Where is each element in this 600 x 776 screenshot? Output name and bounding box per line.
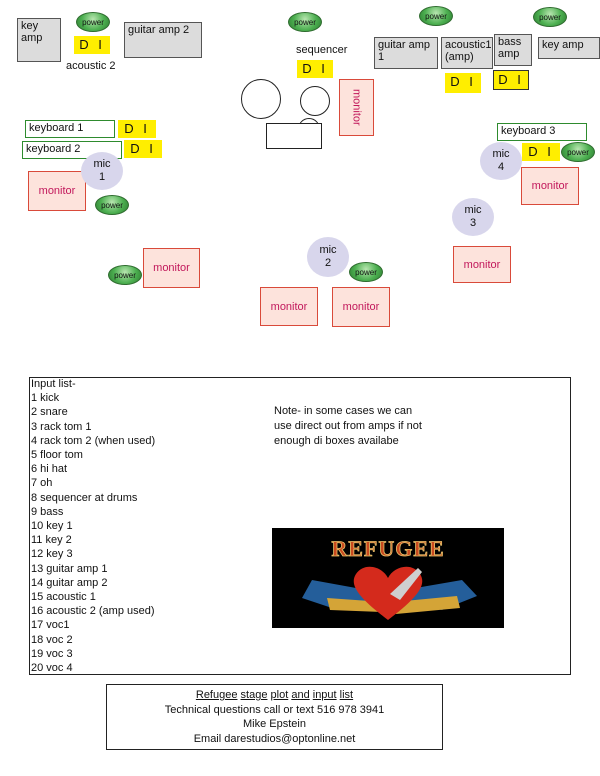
input-item: 13 guitar amp 1 [31,562,108,575]
input-item: 15 acoustic 1 [31,591,96,604]
mic-1-label: mic 1 [93,158,111,183]
input-list-title: Input list- [31,378,76,390]
input-item: 12 key 3 [31,548,73,561]
power-drop: power [108,265,142,285]
drum-kick [241,79,281,119]
mic-3-label: mic 3 [464,204,482,229]
monitor: monitor [453,246,511,283]
input-item: 6 hi hat [31,463,68,476]
mic-4-label: mic 4 [492,148,510,173]
refugee-logo-art: REFUGEE [272,528,504,628]
input-item: 4 rack tom 2 (when used) [31,434,156,447]
monitor: monitor [521,167,579,205]
input-item: 8 sequencer at drums [31,491,138,504]
mic-3: mic 3 [452,198,494,236]
keyboard-1: keyboard 1 [25,120,115,138]
acoustic1-amp: acoustic1 (amp) [441,37,493,69]
acoustic-2-label: acoustic 2 [66,60,116,72]
monitor-label: monitor [350,89,363,126]
monitor: monitor [260,287,318,326]
key-amp-right-label: key amp [542,39,584,51]
power-drop: power [76,12,110,32]
input-item: 2 snare [31,406,68,419]
footer-title-word: input [312,689,337,701]
note-line: Note- in some cases we can [274,405,413,417]
monitor-drums: monitor [339,79,374,136]
mic-2: mic 2 [307,237,349,277]
mic-4: mic 4 [480,142,522,180]
power-drop: power [561,142,595,162]
footer-box: Refugee stage plot and input list Techni… [106,684,443,750]
drum-tom [300,86,330,116]
bass-amp-label: bass amp [498,36,522,60]
guitar-amp-1: guitar amp 1 [374,37,438,69]
input-item: 18 voc 2 [31,633,73,646]
di-box-sequencer: D I [297,60,333,78]
footer-title-word: list [339,689,354,701]
footer-title-word: stage [240,689,268,701]
power-drop: power [533,7,567,27]
input-list-box: Input list- 1 kick 2 snare 3 rack tom 1 … [29,377,571,675]
note: Note- in some cases we can use direct ou… [274,404,422,449]
di-box-bass: D I [493,70,529,90]
mic-1: mic 1 [81,152,123,190]
di-box-acoustic-2: D I [74,36,110,54]
di-box-keyboard-2: D I [124,140,162,158]
footer-contact-name: Mike Epstein [243,718,306,730]
footer-title: Refugee stage plot and input list [107,688,442,703]
input-item: 3 rack tom 1 [31,420,92,433]
power-drop: power [349,262,383,282]
power-drop: power [95,195,129,215]
note-line: enough di boxes availabe [274,435,399,447]
power-drop: power [288,12,322,32]
input-item: 10 key 1 [31,520,73,533]
logo-text: REFUGEE [331,536,444,561]
di-box-keyboard-1: D I [118,120,156,138]
input-item: 17 voc1 [31,619,70,632]
monitor: monitor [28,171,86,211]
input-item: 1 kick [31,392,60,405]
guitar-amp-2-label: guitar amp 2 [128,24,190,36]
di-box-acoustic-1: D I [445,73,481,93]
input-item: 11 key 2 [31,534,72,547]
note-line: use direct out from amps if not [274,420,422,432]
monitor: monitor [143,248,200,288]
bass-amp: bass amp [494,34,532,66]
footer-phone: Technical questions call or text 516 978… [164,703,385,716]
drum-riser [266,123,322,149]
footer-title-word: plot [270,689,289,701]
input-item: 19 voc 3 [31,647,73,660]
mic-2-label: mic 2 [319,244,337,269]
guitar-amp-1-label: guitar amp 1 [378,39,430,63]
acoustic1-amp-label: acoustic1 (amp) [445,39,492,63]
footer-title-word: and [291,689,310,701]
footer-title-word: Refugee [195,689,238,701]
input-item: 16 acoustic 2 (amp used) [31,605,155,618]
input-item: 9 bass [31,505,64,518]
guitar-amp-2: guitar amp 2 [124,22,202,58]
power-drop: power [419,6,453,26]
input-item: 14 guitar amp 2 [31,576,108,589]
sequencer-label: sequencer [296,44,348,56]
input-item: 20 voc 4 [31,662,73,675]
input-list: Input list- 1 kick 2 snare 3 rack tom 1 … [31,377,155,675]
key-amp-left: key amp [17,18,61,62]
key-amp-left-label: key amp [21,20,43,44]
footer-email: Email darestudios@optonline.net [193,732,356,745]
monitor: monitor [332,287,390,327]
key-amp-right: key amp [538,37,600,59]
refugee-logo: REFUGEE [272,528,504,628]
input-item: 5 floor tom [31,449,83,462]
di-box-keyboard-3: D I [522,143,560,161]
keyboard-3: keyboard 3 [497,123,587,141]
input-item: 7 oh [31,477,53,490]
